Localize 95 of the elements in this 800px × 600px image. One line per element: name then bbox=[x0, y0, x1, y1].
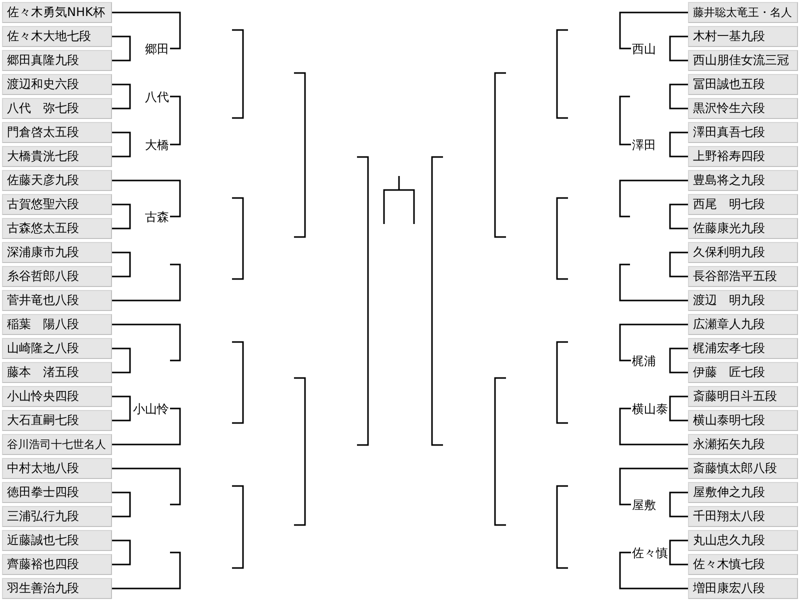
player-box: 山崎隆之八段 bbox=[2, 338, 112, 359]
winner-label: 梶浦 bbox=[631, 354, 657, 368]
bracket-line bbox=[619, 12, 688, 50]
player-box: 谷川浩司十七世名人 bbox=[2, 434, 112, 455]
player-box: 門倉啓太五段 bbox=[2, 122, 112, 143]
player-box: 上野裕寿四段 bbox=[688, 146, 798, 167]
player-box: 糸谷哲郎八段 bbox=[2, 266, 112, 287]
player-box: 佐藤天彦九段 bbox=[2, 170, 112, 191]
player-box: 郷田真隆九段 bbox=[2, 50, 112, 71]
bracket-line bbox=[112, 552, 181, 590]
player-box: 長谷部浩平五段 bbox=[688, 266, 798, 287]
winner-label: 横山泰 bbox=[631, 402, 669, 416]
player-box: 藤本 渚五段 bbox=[2, 362, 112, 383]
bracket-line bbox=[112, 132, 131, 158]
player-box: 大橋貴洸七段 bbox=[2, 146, 112, 167]
bracket-line bbox=[619, 552, 688, 590]
player-box: 広瀬章人九段 bbox=[688, 314, 798, 335]
player-box: 古賀悠聖六段 bbox=[2, 194, 112, 215]
bracket-line bbox=[112, 12, 181, 50]
bracket-line bbox=[619, 96, 631, 146]
player-box: 深浦康市九段 bbox=[2, 242, 112, 263]
bracket-line bbox=[112, 180, 181, 218]
player-box: 久保利明九段 bbox=[688, 242, 798, 263]
player-box: 横山泰明七段 bbox=[688, 410, 798, 431]
bracket-line bbox=[669, 540, 688, 566]
player-box: 永瀬拓矢九段 bbox=[688, 434, 798, 455]
winner-label: 小山怜 bbox=[132, 402, 170, 416]
player-box: 斎藤慎太郎八段 bbox=[688, 458, 798, 479]
bracket-line bbox=[112, 408, 181, 446]
player-box: 渡辺和史六段 bbox=[2, 74, 112, 95]
winner-label: 古森 bbox=[144, 210, 170, 224]
player-box: 中村太地八段 bbox=[2, 458, 112, 479]
bracket-line bbox=[112, 204, 131, 230]
bracket-line bbox=[619, 468, 688, 506]
player-box: 豊島将之九段 bbox=[688, 170, 798, 191]
player-box: 近藤誠也七段 bbox=[2, 530, 112, 551]
player-box: 黒沢怜生六段 bbox=[688, 98, 798, 119]
bracket-line bbox=[669, 348, 688, 374]
bracket-line bbox=[669, 252, 688, 278]
player-box: 小山怜央四段 bbox=[2, 386, 112, 407]
bracket-line bbox=[669, 396, 688, 422]
bracket-line bbox=[112, 324, 181, 362]
winner-label: 西山 bbox=[631, 42, 657, 56]
winner-label: 佐々慎 bbox=[631, 546, 669, 560]
bracket-line bbox=[669, 36, 688, 62]
player-box: 増田康宏八段 bbox=[688, 578, 798, 599]
player-box: 佐藤康光九段 bbox=[688, 218, 798, 239]
player-box: 渡辺 明九段 bbox=[688, 290, 798, 311]
bracket-line bbox=[170, 96, 181, 146]
bracket-line bbox=[619, 264, 688, 302]
winner-label: 八代 bbox=[144, 90, 170, 104]
player-box: 菅井竜也八段 bbox=[2, 290, 112, 311]
player-box: 澤田真吾七段 bbox=[688, 122, 798, 143]
bracket-line bbox=[112, 492, 131, 518]
player-box: 羽生善治九段 bbox=[2, 578, 112, 599]
bracket-line bbox=[619, 324, 688, 362]
winner-label: 澤田 bbox=[631, 138, 657, 152]
player-box: 大石直嗣七段 bbox=[2, 410, 112, 431]
bracket-line bbox=[112, 264, 181, 302]
bracket-line bbox=[112, 252, 131, 278]
winner-label: 屋敷 bbox=[631, 498, 657, 512]
winner-label: 郷田 bbox=[144, 42, 170, 56]
bracket-line bbox=[112, 396, 131, 422]
player-box: 藤井聡太竜王・名人 bbox=[688, 2, 798, 23]
player-box: 三浦弘行九段 bbox=[2, 506, 112, 527]
player-box: 伊藤 匠七段 bbox=[688, 362, 798, 383]
player-box: 佐々木慎七段 bbox=[688, 554, 798, 575]
player-box: 梶浦宏孝七段 bbox=[688, 338, 798, 359]
player-box: 齊藤裕也四段 bbox=[2, 554, 112, 575]
player-box: 西山朋佳女流三冠 bbox=[688, 50, 798, 71]
player-box: 佐々木勇気NHK杯 bbox=[2, 2, 112, 23]
player-box: 冨田誠也五段 bbox=[688, 74, 798, 95]
player-box: 佐々木大地七段 bbox=[2, 26, 112, 47]
bracket-line bbox=[619, 408, 688, 446]
player-box: 古森悠太五段 bbox=[2, 218, 112, 239]
bracket-line bbox=[669, 204, 688, 230]
bracket-line bbox=[112, 36, 131, 62]
player-box: 八代 弥七段 bbox=[2, 98, 112, 119]
winner-label: 大橋 bbox=[144, 138, 170, 152]
player-box: 屋敷伸之九段 bbox=[688, 482, 798, 503]
bracket-line bbox=[112, 348, 131, 374]
player-box: 千田翔太八段 bbox=[688, 506, 798, 527]
player-box: 斎藤明日斗五段 bbox=[688, 386, 798, 407]
bracket-line bbox=[112, 540, 131, 566]
player-box: 稲葉 陽八段 bbox=[2, 314, 112, 335]
bracket-line bbox=[669, 492, 688, 518]
bracket-line bbox=[669, 84, 688, 110]
bracket-line bbox=[112, 84, 131, 110]
bracket-line bbox=[619, 180, 688, 218]
player-box: 木村一基九段 bbox=[688, 26, 798, 47]
player-box: 丸山忠久九段 bbox=[688, 530, 798, 551]
player-box: 徳田拳士四段 bbox=[2, 482, 112, 503]
bracket-line bbox=[112, 468, 181, 506]
player-box: 西尾 明七段 bbox=[688, 194, 798, 215]
bracket-line bbox=[669, 132, 688, 158]
